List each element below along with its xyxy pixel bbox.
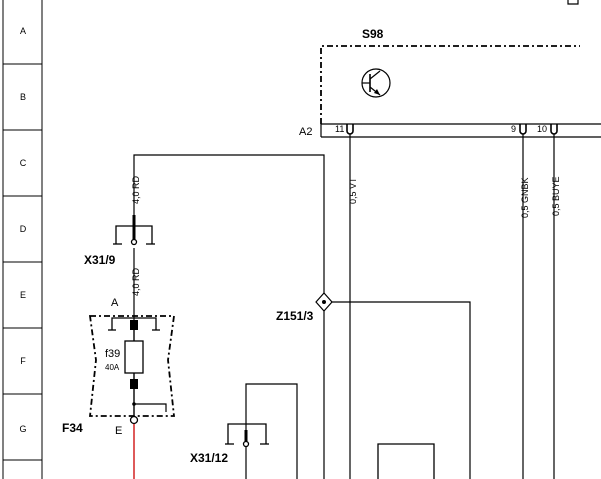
s98-area-label: A2: [299, 126, 312, 138]
wire-splice-out: [332, 301, 471, 479]
row-label-d: D: [20, 224, 27, 234]
s98-pin-9: [519, 124, 527, 135]
fuse-rating-label: 40A: [105, 363, 120, 372]
f34-boundary: [88, 315, 176, 417]
s98-module: S98 A2 11 9 10: [299, 27, 601, 138]
f34-top-pin-label: A: [111, 297, 119, 309]
wire-x31-12: [245, 383, 298, 479]
wire-gnbk-label: 0,5 GNBK: [520, 177, 530, 218]
fuse-output-terminal: [129, 415, 139, 425]
row-label-c: C: [20, 158, 27, 168]
x31-9-label: X31/9: [84, 253, 116, 267]
fuse-symbol-icon: [124, 340, 144, 374]
wire-rd-upper-label: 4,0 RD: [131, 175, 141, 204]
lower-component-box: [377, 443, 435, 479]
s98-pin-10-label: 10: [537, 124, 547, 134]
f34-label: F34: [62, 421, 83, 435]
s98-pin-11: [346, 124, 354, 135]
sheet-corner-mark: [567, 0, 579, 5]
x31-12-label: X31/12: [190, 451, 228, 465]
wire-buye-label: 0,5 BUYE: [551, 176, 561, 216]
z151-3-splice: Z151/3: [276, 292, 471, 479]
f34-bottom-pin-label: E: [115, 425, 122, 437]
z151-3-label: Z151/3: [276, 309, 314, 323]
s98-pin-9-label: 9: [511, 124, 516, 134]
row-label-b: B: [20, 92, 26, 102]
wire-vt-label: 0,5 VT: [348, 177, 358, 204]
wire-rd-feed: [133, 154, 325, 479]
row-label-g: G: [19, 424, 26, 434]
s98-pin-10: [550, 124, 558, 135]
row-ruler: A B C D E F G: [2, 0, 43, 479]
s98-boundary: [320, 45, 580, 124]
fuse-name-label: f39: [105, 348, 120, 360]
x31-12-connector: X31/12: [190, 383, 298, 479]
row-label-e: E: [20, 290, 26, 300]
s98-pin-11-label: 11: [335, 124, 344, 134]
transistor-icon: [361, 68, 391, 98]
wire-rd-lower-label: 4,0 RD: [131, 267, 141, 296]
x31-9-connector: X31/9: [84, 215, 155, 267]
row-label-a: A: [20, 26, 26, 36]
f34-fuse-box: A f39 40A F34 E: [62, 297, 176, 437]
s98-label: S98: [362, 27, 384, 41]
row-label-f: F: [20, 356, 26, 366]
